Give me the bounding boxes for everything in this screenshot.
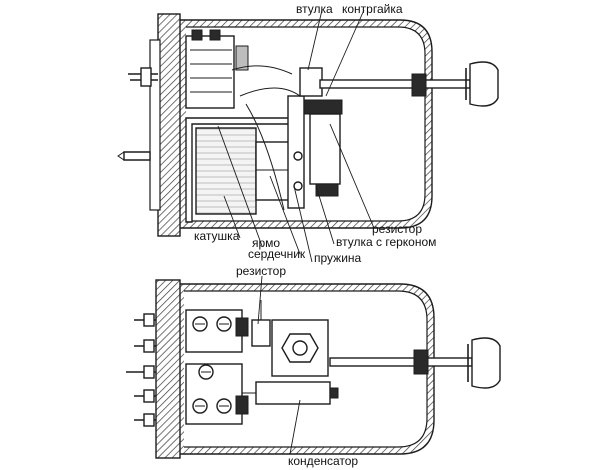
label-resistor-bottom: резистор — [236, 264, 286, 278]
labels: втулка контргайка резистор катушка ярмо … — [194, 2, 436, 468]
bottom-pins — [126, 313, 156, 427]
label-coil: катушка — [194, 229, 240, 243]
label-reed-bushing: втулка с герконом — [336, 235, 436, 249]
resistor-bottom-part — [251, 300, 271, 347]
top-base-plate — [149, 13, 181, 237]
bottom-plate-with-nut — [271, 319, 329, 377]
top-leaders — [217, 9, 375, 263]
label-resistor-top: резистор — [372, 222, 422, 236]
label-spring: пружина — [314, 251, 362, 265]
top-contact-block — [185, 29, 249, 109]
core — [255, 141, 291, 201]
label-locknut: контргайка — [342, 2, 403, 16]
bottom-shaft — [329, 337, 501, 389]
capacitor — [242, 381, 339, 405]
adjust-shaft — [319, 61, 499, 107]
top-wires — [231, 65, 301, 211]
bottom-leaders — [257, 275, 301, 455]
label-bushing: втулка — [296, 2, 333, 16]
bottom-base-plate — [155, 279, 181, 459]
label-yoke: ярмо — [252, 236, 280, 250]
label-capacitor: конденсатор — [288, 454, 358, 468]
label-core: сердечник — [248, 247, 306, 261]
bottom-view — [126, 275, 501, 459]
terminal-blocks — [185, 309, 249, 425]
coil-winding — [195, 127, 257, 215]
top-pins — [117, 67, 158, 161]
top-section-view — [117, 9, 499, 263]
